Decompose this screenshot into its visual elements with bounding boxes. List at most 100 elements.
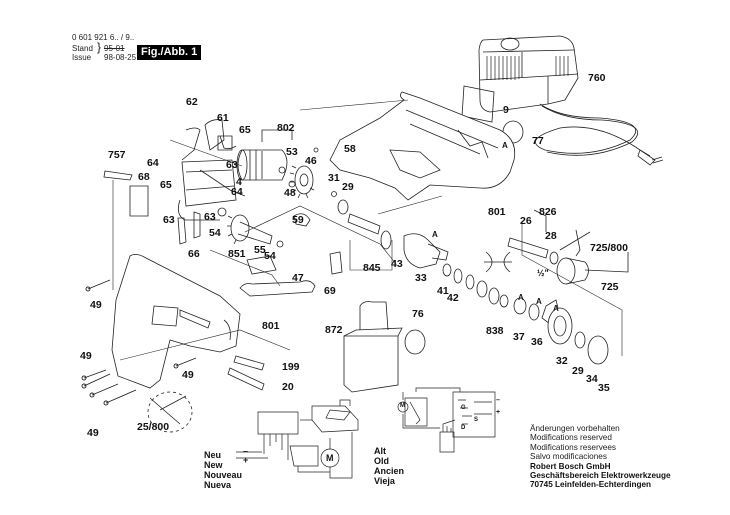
part-label-34: 34 (586, 373, 598, 385)
legend-old-fr: Ancien (374, 466, 405, 476)
stand-value: 95-01 (104, 44, 125, 53)
part-label-49c: 49 (182, 369, 194, 381)
legend-old-en: Old (374, 456, 389, 466)
legend-old-es: Vieja (374, 476, 395, 486)
part-label-53: 53 (286, 146, 298, 158)
legend-new-en: New (204, 460, 223, 470)
ring-stack-838 (443, 264, 508, 307)
figure-label: Fig./Abb. 1 (137, 45, 202, 60)
part-label-61: 61 (217, 112, 229, 124)
gear-46 (290, 166, 314, 198)
issue-value: 98-08-25 (104, 53, 137, 62)
part-label-49b: 49 (80, 350, 92, 362)
part-label-29b: 29 (572, 365, 584, 377)
part-label-66: 66 (188, 248, 200, 260)
switch-assembly (178, 120, 245, 220)
part-number: 0 601 921 6.. / 9.. (72, 33, 135, 42)
wiring-new-motor: M (326, 453, 334, 463)
part-757 (104, 171, 132, 180)
part-label-31: 31 (328, 172, 340, 184)
part-label-760: 760 (588, 72, 606, 84)
wiring-old-motor: M (400, 403, 405, 409)
part-label-half-inch: ½" (537, 268, 549, 278)
bracket-826 (534, 210, 546, 232)
capacitor-68 (130, 186, 148, 216)
plate-47 (247, 256, 276, 274)
stand-label: Stand (72, 44, 93, 53)
part-61 (218, 136, 232, 150)
tool-25-800-ring (148, 392, 192, 432)
part-label-28: 28 (545, 230, 557, 242)
wiring-old-minus: – (496, 397, 500, 404)
pin-58 (314, 148, 318, 152)
part-label-76: 76 (412, 308, 424, 320)
shaft-845 (348, 214, 391, 249)
part-label-49d: 49 (87, 427, 99, 439)
part-label-41: 41 (437, 285, 449, 297)
battery-872 (344, 302, 402, 393)
part-label-33: 33 (415, 272, 427, 284)
slider-69 (330, 252, 342, 274)
nut-54 (218, 208, 226, 216)
bracket-725 (585, 252, 628, 272)
wiring-legend-old: Alt Old Ancien Vieja (374, 446, 404, 486)
part-label-46: 46 (305, 155, 317, 167)
brace: } (97, 40, 102, 54)
bracket-802 (262, 130, 292, 142)
part-label-845: 845 (363, 262, 381, 274)
label-199 (234, 356, 264, 370)
part-label-64b: 64 (231, 186, 243, 198)
arrow-label-A3: A (518, 293, 524, 302)
nut-54b (277, 241, 283, 247)
part-label-36: 36 (531, 336, 543, 348)
part-label-26: 26 (520, 215, 532, 227)
legend-new-de: Neu (204, 450, 222, 460)
part-label-62: 62 (186, 96, 198, 108)
part-label-48: 48 (284, 187, 296, 199)
wiring-diagram-new (236, 400, 358, 478)
motor-802 (237, 150, 287, 180)
charger-760 (479, 36, 663, 165)
handle-part (240, 281, 315, 296)
part-label-838: 838 (486, 325, 504, 337)
wiring-old-plus: + (496, 409, 501, 416)
company-division: Geschäftsbereich Elektrowerkzeuge (530, 471, 671, 481)
part-label-851: 851 (228, 248, 246, 260)
part-label-29: 29 (342, 181, 354, 193)
terminal-G: G (461, 405, 466, 411)
part-label-54: 54 (209, 227, 221, 239)
part-label-757: 757 (108, 149, 126, 161)
arrow-label-A: A (502, 141, 508, 150)
part-label-65: 65 (239, 124, 251, 136)
company-name: Robert Bosch GmbH (530, 461, 611, 471)
wiring-new-minus: – (243, 446, 249, 456)
leader-lines (113, 100, 622, 360)
part-label-77: 77 (532, 135, 544, 147)
part-label-801b: 801 (262, 320, 280, 332)
part-label-25-800: 25/800 (137, 421, 170, 433)
legend-new-fr: Nouveau (204, 470, 243, 480)
part-label-43: 43 (391, 258, 403, 270)
part-label-58: 58 (344, 143, 356, 155)
wiring-new-plus: + (243, 455, 249, 465)
wiring-diagram-old (398, 388, 495, 452)
note-en: Modifications reserved (530, 433, 612, 443)
screws-49 (82, 280, 196, 405)
part-label-872: 872 (325, 324, 343, 336)
part-label-49: 49 (90, 299, 102, 311)
arrow-label-A2: A (432, 230, 438, 239)
arrow-label-A5: A (553, 304, 559, 313)
legend-new-es: Nueva (204, 480, 232, 490)
bearing-29 (338, 200, 348, 214)
label-plate-9 (462, 86, 494, 122)
seal-76 (405, 330, 425, 354)
terminal-S: S (474, 417, 479, 423)
housing-half-801-right (330, 92, 515, 200)
issue-label: Issue (72, 53, 92, 62)
part-label-63b: 63 (163, 214, 175, 226)
part-label-20: 20 (282, 381, 294, 393)
part-label-64: 64 (147, 157, 159, 169)
part-label-54b: 54 (264, 250, 276, 262)
note-es: Salvo modificaciones (530, 452, 607, 462)
